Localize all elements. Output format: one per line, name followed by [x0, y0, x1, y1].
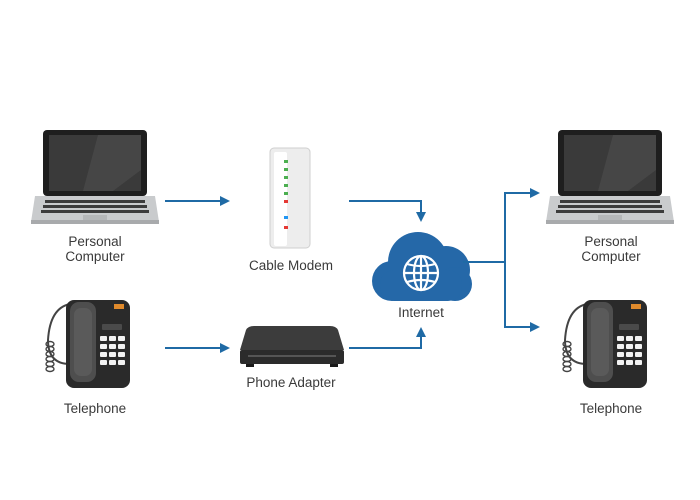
- pc-left-label-line1: Personal: [68, 234, 121, 249]
- phone-adapter-label: Phone Adapter: [246, 375, 336, 390]
- telephone-right: Telephone: [562, 299, 648, 416]
- personal-computer-left: Personal Computer: [31, 130, 159, 264]
- internet: Internet: [372, 232, 472, 320]
- pc-right-label-line2: Computer: [581, 249, 641, 264]
- personal-computer-right: Personal Computer: [546, 130, 674, 264]
- phone-adapter-icon: [240, 326, 344, 367]
- cable-modem-icon: [269, 147, 311, 249]
- connector-pc-to-modem: [165, 196, 230, 206]
- connector-internet-to-right: [463, 188, 540, 332]
- phone-adapter: Phone Adapter: [240, 326, 344, 390]
- telephone-icon: [562, 299, 648, 389]
- telephone-right-label: Telephone: [580, 401, 642, 416]
- telephone-icon: [45, 299, 131, 389]
- cloud-globe-icon: [372, 232, 472, 301]
- cable-modem: Cable Modem: [249, 147, 333, 273]
- internet-label: Internet: [398, 305, 444, 320]
- connector-phone-to-adapter: [165, 343, 230, 353]
- connector-adapter-to-internet: [349, 327, 426, 349]
- pc-right-label-line1: Personal: [584, 234, 637, 249]
- telephone-left: Telephone: [45, 299, 131, 416]
- cable-modem-label: Cable Modem: [249, 258, 333, 273]
- connector-modem-to-internet: [349, 200, 426, 222]
- telephone-left-label: Telephone: [64, 401, 126, 416]
- laptop-icon: [546, 130, 674, 224]
- pc-left-label-line2: Computer: [65, 249, 125, 264]
- laptop-icon: [31, 130, 159, 224]
